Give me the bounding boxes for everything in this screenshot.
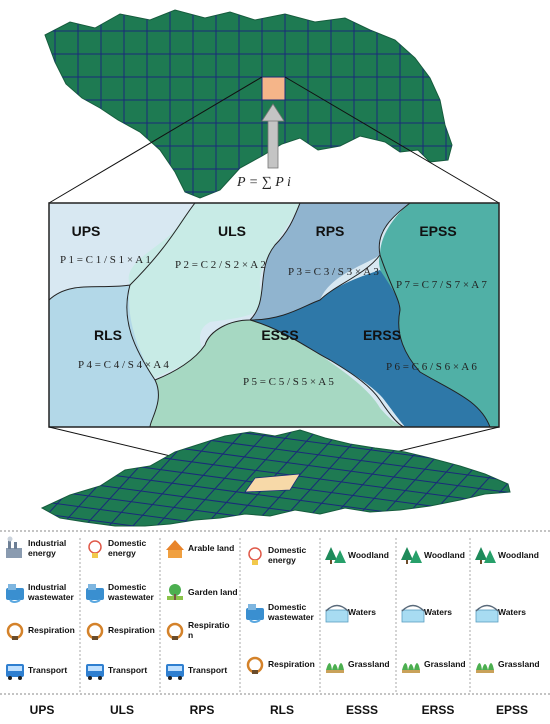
tree-icon — [325, 547, 346, 564]
respiration-icon — [6, 622, 24, 640]
bus-icon — [86, 664, 104, 680]
wastewater-pipe-icon — [6, 584, 24, 603]
zone-formula-esss: P 5 = C 5 / S 5 × A 5 — [243, 376, 334, 388]
connector-line-left — [48, 76, 263, 204]
tree-icon — [475, 547, 496, 564]
zone-uls-area — [126, 203, 300, 380]
legend-column-title: EPSS — [496, 703, 528, 717]
zone-formula-rls: P 4 = C 4 / S 4 × A 4 — [78, 359, 169, 371]
legend-item-label: Woodland — [348, 550, 389, 560]
bus-icon — [166, 664, 184, 680]
legend-item-label: Grassland — [498, 659, 540, 669]
legend-item-label: Transport — [28, 665, 67, 675]
zone-label-uls: ULS — [218, 223, 246, 239]
zone-formula-epss: P 7 = C 7 / S 7 × A 7 — [396, 279, 487, 291]
grass-icon — [326, 663, 344, 673]
zone-label-rls: RLS — [94, 327, 122, 343]
wastewater-pipe-icon — [86, 584, 104, 603]
zone-formula-erss: P 6 = C 6 / S 6 × A 6 — [386, 361, 477, 373]
legend-column-title: UPS — [30, 703, 55, 717]
factory-icon — [6, 536, 22, 558]
legend-item-label: Grassland — [348, 659, 390, 669]
legend-item-label: Respiration — [28, 625, 75, 635]
zone-formula-ups: P 1 = C 1 / S 1 × A 1 — [60, 254, 151, 266]
tree-icon — [401, 547, 422, 564]
zone-label-ups: UPS — [72, 223, 101, 239]
zone-formula-rps: P 3 = C 3 / S 3 × A 3 — [288, 266, 379, 278]
legend-column-title: ESSS — [346, 703, 378, 717]
zone-box-border — [48, 202, 500, 428]
respiration-icon — [86, 622, 104, 640]
total-formula: P = ∑ P i — [236, 175, 291, 190]
zone-label-epss: EPSS — [419, 223, 456, 239]
bridge-water-icon — [475, 604, 499, 623]
bus-icon — [6, 664, 24, 680]
zone-epss-area — [379, 203, 499, 427]
arable-land-icon — [166, 540, 184, 558]
legend-column-title: ERSS — [422, 703, 455, 717]
zone-label-esss: ESSS — [261, 327, 298, 343]
zone-box — [49, 203, 499, 427]
legend-item-label: Respiration — [268, 659, 315, 669]
zone-erss-area — [250, 270, 490, 427]
lamp-icon — [248, 547, 262, 565]
legend-item-label: Garden land — [188, 587, 238, 597]
legend-item-label: Transport — [188, 665, 227, 675]
grass-icon — [402, 663, 420, 673]
legend-item-label: Grassland — [424, 659, 466, 669]
aggregation-arrow — [261, 103, 285, 169]
legend-column-title: ULS — [110, 703, 134, 717]
garden-icon — [167, 584, 183, 600]
legend-item-label: Transport — [108, 665, 147, 675]
zone-rps-area — [250, 203, 410, 322]
bottom-highlighted-cell — [244, 473, 301, 493]
bridge-water-icon — [325, 604, 349, 623]
zone-rls-area — [49, 285, 159, 427]
respiration-icon — [166, 622, 184, 640]
bridge-water-icon — [401, 604, 425, 623]
lamp-icon — [88, 540, 102, 558]
zone-label-rps: RPS — [316, 223, 345, 239]
legend-item-label: Waters — [498, 607, 526, 617]
respiration-icon — [246, 656, 264, 674]
zone-esss-area — [150, 320, 405, 427]
connector-line-right — [284, 76, 500, 204]
legend-column-title: RLS — [270, 703, 294, 717]
legend-item-label: Woodland — [424, 550, 465, 560]
wastewater-pipe-icon — [246, 604, 264, 623]
highlighted-cell — [261, 76, 286, 101]
legend-item-label: Waters — [348, 607, 376, 617]
zone-formula-uls: P 2 = C 2 / S 2 × A 2 — [175, 259, 266, 271]
legend-item-label: Waters — [424, 607, 452, 617]
zone-labels: UPS P 1 = C 1 / S 1 × A 1 ULS P 2 = C 2 / S… — [60, 223, 487, 388]
legend-item-label: Arable land — [188, 543, 234, 553]
legend-item-label: Woodland — [498, 550, 539, 560]
grass-icon — [476, 663, 494, 673]
zone-label-erss: ERSS — [363, 327, 401, 343]
legend-column-title: RPS — [190, 703, 215, 717]
legend-item-label: Respiration — [108, 625, 155, 635]
